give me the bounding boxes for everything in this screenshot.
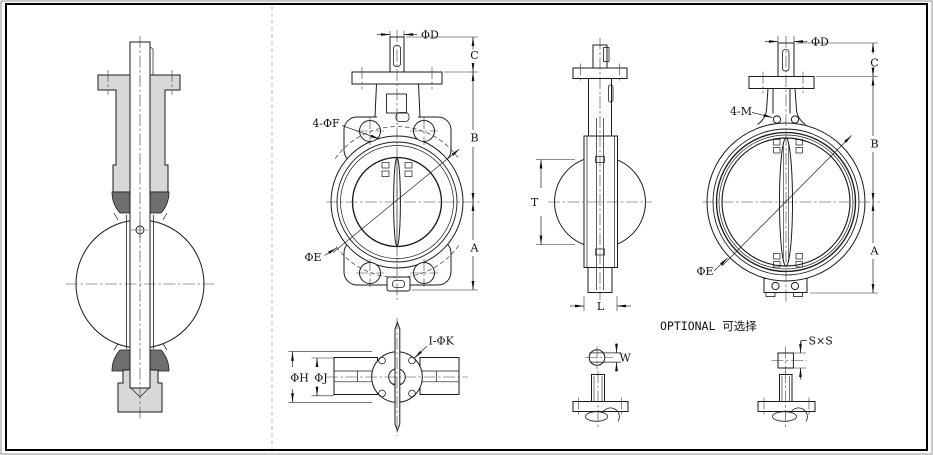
c-label: C [470, 49, 478, 62]
phi-d-label: ΦD [421, 29, 439, 42]
c-label-wafer: C [870, 57, 878, 70]
thread-holes-label: 4-M [730, 105, 752, 118]
bottom-tab [386, 276, 411, 292]
neck-window [386, 93, 407, 114]
b-label-wafer: B [870, 138, 878, 151]
upper-seat-seal [111, 191, 170, 221]
dim-t: T [531, 159, 575, 245]
front-view-lugged: ΦD C B A 4-ΦF ΦE [304, 29, 480, 300]
phi-j-label: ΦJ [314, 372, 327, 385]
holes-label: I-ΦK [429, 335, 455, 348]
sheet-border [5, 3, 928, 451]
stem-flats-detail: W [572, 343, 632, 429]
dim-w: W [615, 343, 632, 372]
stem-front-small-square [757, 371, 816, 429]
neck-tab [395, 112, 410, 122]
neck [374, 83, 421, 118]
lower-seat-seal [111, 343, 170, 372]
callout-phi-e-wafer: ΦE [696, 257, 728, 278]
wafer-centerlines [702, 36, 880, 302]
s-label: S×S [809, 335, 833, 348]
lug-bolt-holes [356, 117, 438, 287]
side-view: T L [531, 38, 652, 313]
dim-phi-j: ΦJ [311, 357, 334, 397]
body-left-block [333, 357, 378, 395]
stem-section [129, 41, 154, 398]
dim-chain-right: C B A [406, 36, 480, 291]
t-label: T [531, 196, 539, 209]
stem-square-detail: S×S [757, 335, 833, 429]
neck-side [588, 78, 612, 136]
disc-top-edge [394, 321, 401, 432]
diameter-pointer [332, 148, 460, 253]
callout-4-phi-f: 4-ΦF [312, 117, 380, 140]
dim-phi-h: ΦH [288, 351, 372, 403]
body-right-block [419, 357, 460, 395]
bracket-holes [765, 281, 803, 297]
optional-note: OPTIONAL 可选择 [660, 319, 757, 333]
side-centerlines [548, 38, 652, 300]
dim-phi-d: ΦD [377, 29, 439, 42]
disc-hub-lines [126, 215, 154, 349]
phi-h-label: ΦH [290, 372, 309, 385]
neck-wafer [757, 88, 806, 125]
l-label: L [597, 300, 605, 313]
dim-s: S×S [793, 335, 833, 380]
section-view [66, 36, 214, 420]
mount-flange-wafer [748, 76, 815, 89]
callout-phi-e: ΦE [304, 247, 337, 264]
stem-top-side [592, 44, 610, 68]
w-label: W [620, 352, 632, 365]
dim-chain-right-wafer: C B A [796, 42, 880, 294]
dim-l: L [570, 296, 631, 313]
dim-phi-d-wafer: ΦD [765, 36, 829, 49]
callout-4-m: 4-M [730, 105, 773, 118]
front-view-wafer: ΦD C B A 4-M ΦE [696, 36, 880, 302]
phi-d-label-wafer: ΦD [811, 36, 829, 49]
bottom-flange-view: ΦH ΦJ I-ΦK [288, 318, 468, 436]
bolt-circle-arcs [334, 126, 460, 278]
front-centerlines [326, 30, 480, 300]
diameter-pointer-wafer [721, 135, 852, 267]
seat-dia-label-wafer: ΦE [696, 265, 713, 278]
keyway-slot [608, 84, 614, 103]
seat-dia-label: ΦE [304, 251, 321, 264]
packing-seal-square [772, 411, 797, 422]
callout-i-phi-k: I-ΦK [414, 335, 455, 359]
flange-bolt-holes [378, 356, 416, 398]
a-label-wafer: A [870, 245, 880, 258]
section-centerlines [66, 36, 214, 420]
bolt-holes-label: 4-ΦF [312, 117, 340, 130]
a-label: A [470, 242, 480, 255]
b-label: B [470, 132, 478, 145]
packing-seal [585, 411, 608, 422]
stem-front-small [572, 371, 629, 429]
bottom-view-centerlines [326, 318, 468, 436]
